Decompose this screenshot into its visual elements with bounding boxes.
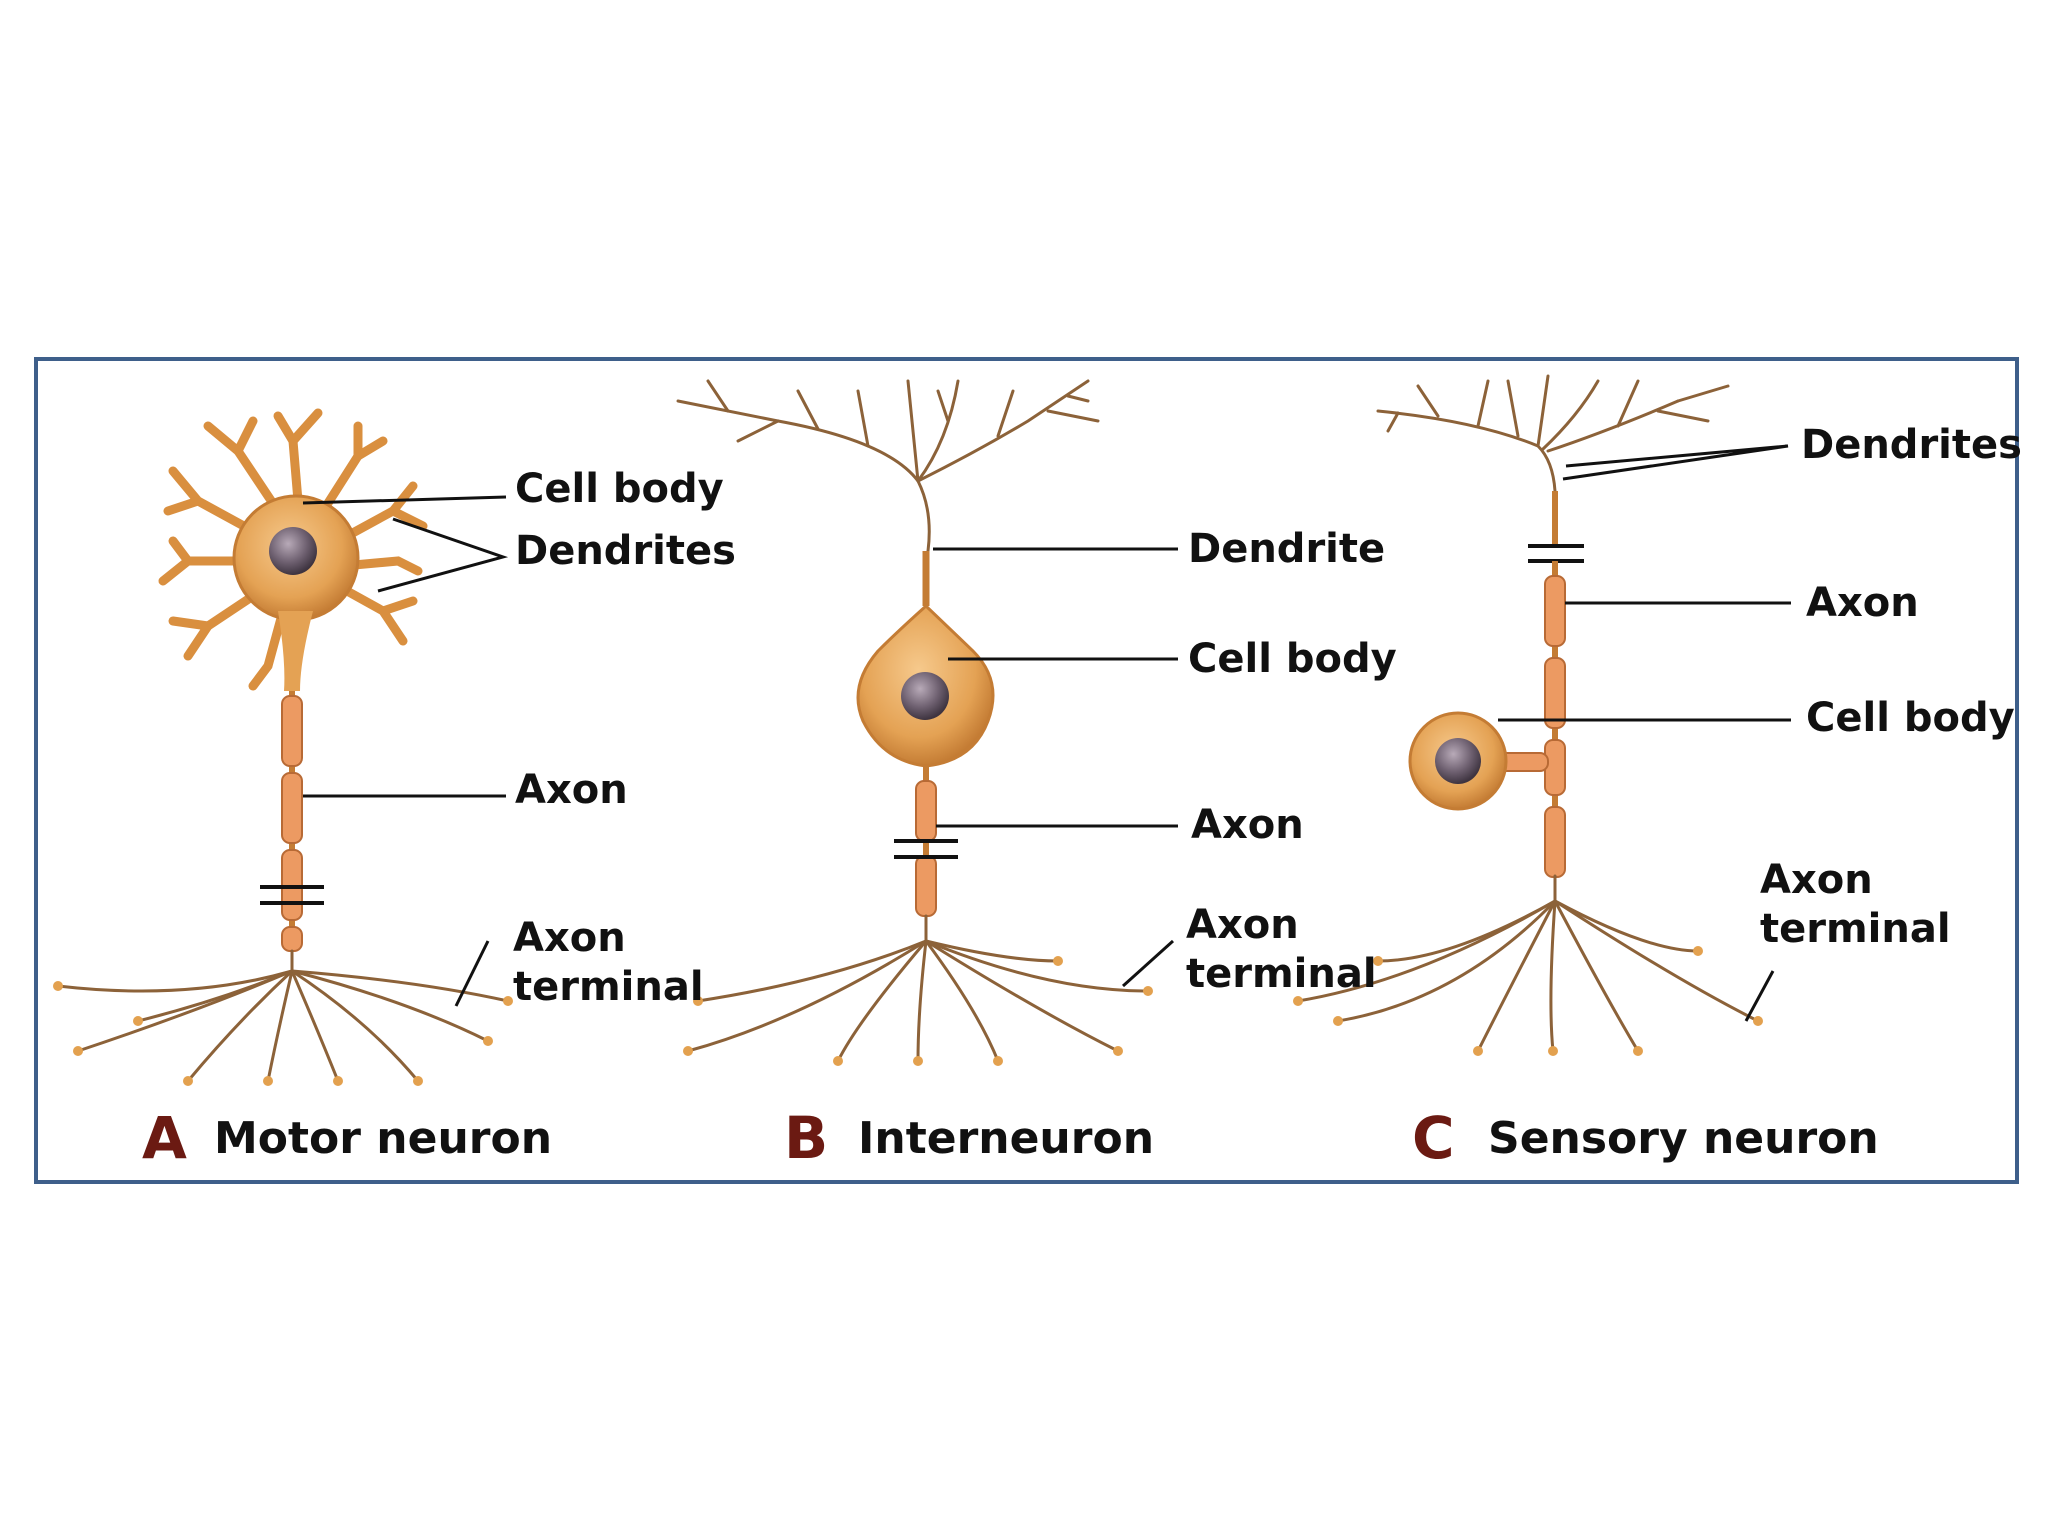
panel-a-dendrites-label: Dendrites bbox=[515, 528, 736, 574]
panel-c-letter: C bbox=[1412, 1104, 1455, 1172]
inter-axon-break bbox=[894, 839, 958, 859]
inter-axon-terminal-branches bbox=[686, 914, 1150, 1063]
interneuron bbox=[676, 379, 1178, 1066]
motor-terminal-boutons bbox=[53, 981, 513, 1086]
inter-nucleus bbox=[901, 672, 949, 720]
panel-b-axon-label: Axon bbox=[1191, 802, 1304, 848]
panel-b-dendrite-label: Dendrite bbox=[1188, 526, 1386, 572]
sensory-dendrite-tree bbox=[1376, 374, 1730, 493]
panel-b-cell-body-label: Cell body bbox=[1188, 636, 1397, 682]
neuron-illustrations bbox=[53, 374, 1791, 1086]
panel-a-letter: A bbox=[142, 1104, 187, 1172]
panel-a-title: Motor neuron bbox=[214, 1113, 553, 1164]
motor-axon-break bbox=[260, 885, 324, 905]
inter-terminal-boutons bbox=[683, 956, 1153, 1066]
sensory-axon-break bbox=[1528, 544, 1584, 563]
inter-myelin-segments bbox=[915, 780, 937, 917]
motor-axon-hillock bbox=[278, 611, 313, 691]
panel-c-axon-label: Axon bbox=[1806, 580, 1919, 626]
panel-b-letter: B bbox=[784, 1104, 829, 1172]
motor-neuron bbox=[53, 408, 513, 1086]
diagram-frame: Cell body Dendrites Axon Axon terminal D… bbox=[34, 357, 2022, 1184]
inter-leader-lines bbox=[933, 547, 1178, 988]
sensory-axon-terminal-branches bbox=[1296, 874, 1760, 1053]
panel-c-axon-terminal-label: Axon terminal bbox=[1760, 857, 1951, 952]
panel-c-cell-body-label: Cell body bbox=[1806, 695, 2015, 741]
inter-dendrite-tree bbox=[676, 379, 1100, 553]
motor-axon-terminal-branches bbox=[56, 949, 510, 1083]
panel-a-cell-body-label: Cell body bbox=[515, 466, 724, 512]
motor-nucleus bbox=[269, 527, 317, 575]
panel-b-axon-terminal-label: Axon terminal bbox=[1186, 902, 1377, 997]
panel-a-axon-terminal-label: Axon terminal bbox=[513, 915, 704, 1010]
panel-a-axon-label: Axon bbox=[515, 767, 628, 813]
sensory-leader-lines bbox=[1498, 444, 1791, 1022]
sensory-neuron bbox=[1293, 374, 1791, 1056]
sensory-terminal-boutons bbox=[1293, 946, 1763, 1056]
panel-c-title: Sensory neuron bbox=[1488, 1113, 1879, 1164]
sensory-myelin-segments bbox=[1544, 575, 1566, 878]
motor-myelin-segments bbox=[281, 695, 303, 952]
panel-c-dendrites-label: Dendrites bbox=[1801, 422, 2022, 468]
panel-b-title: Interneuron bbox=[858, 1113, 1155, 1164]
motor-leader-lines bbox=[302, 495, 509, 1007]
sensory-nucleus bbox=[1435, 738, 1481, 784]
motor-dendrite-branches bbox=[158, 408, 428, 691]
